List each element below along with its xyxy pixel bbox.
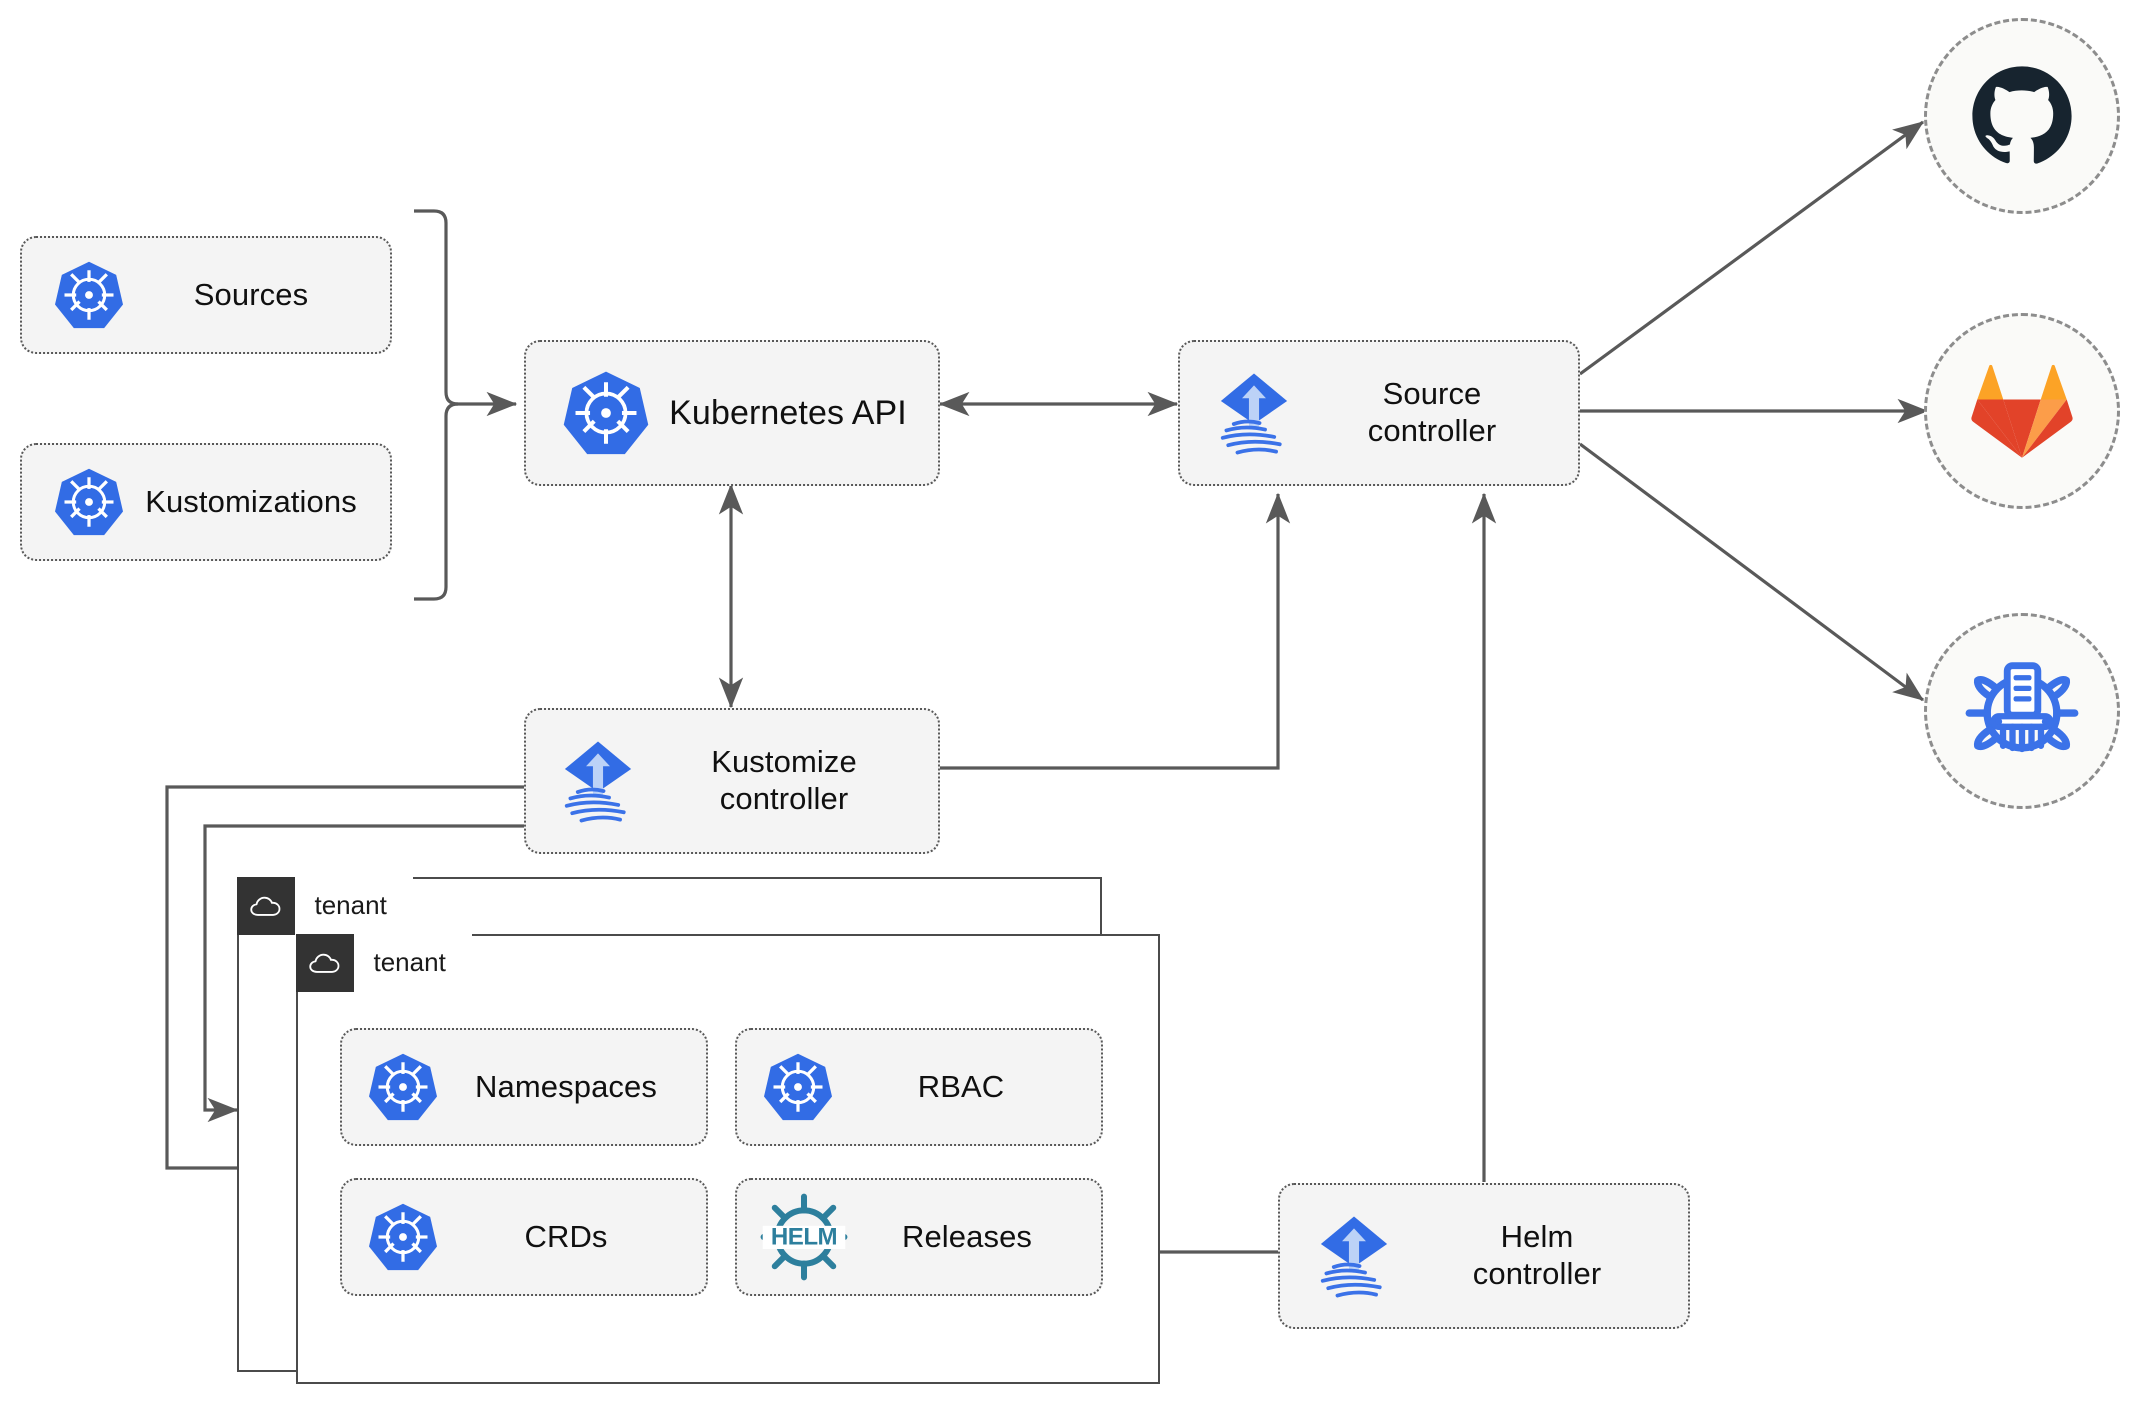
kubernetes-icon xyxy=(52,258,126,332)
tenant-tab-1: tenant xyxy=(236,876,413,935)
card-source-controller[interactable]: Source controller xyxy=(1178,340,1580,486)
kubernetes-icon xyxy=(366,1200,440,1274)
external-gitlab[interactable] xyxy=(1924,313,2120,509)
tenant-label: tenant xyxy=(353,933,472,992)
card-label: Kustomizations xyxy=(145,483,357,519)
tenant-label: tenant xyxy=(294,876,413,935)
card-releases[interactable]: HELM Releases xyxy=(735,1178,1103,1296)
flux-icon xyxy=(1308,1210,1400,1302)
card-label-line1: Source xyxy=(1382,376,1482,412)
card-label: Namespaces xyxy=(475,1068,657,1104)
card-label: CRDs xyxy=(524,1218,608,1254)
card-label: Kubernetes API xyxy=(669,393,907,432)
svg-text:HELM: HELM xyxy=(771,1224,837,1251)
edge-source-helm-repo xyxy=(1579,442,1925,702)
flux-icon xyxy=(1208,367,1300,459)
card-kubernetes-api[interactable]: Kubernetes API xyxy=(524,340,940,486)
tenant-tab-2: tenant xyxy=(295,933,472,992)
card-label-line2: controller xyxy=(1367,413,1497,448)
card-crds[interactable]: CRDs xyxy=(340,1178,708,1296)
card-label-line1: Helm xyxy=(1500,1219,1574,1255)
helm-repository-icon xyxy=(1964,653,2080,769)
card-kustomizations[interactable]: Kustomizations xyxy=(20,443,392,561)
cloud-icon xyxy=(295,933,354,992)
kubernetes-icon xyxy=(761,1050,835,1124)
card-label: Sources xyxy=(193,276,309,312)
external-helm-repository[interactable] xyxy=(1924,613,2120,809)
github-icon xyxy=(1968,62,2076,170)
card-label: Helm controller xyxy=(1400,1219,1688,1292)
card-label: Kustomize controller xyxy=(644,744,938,817)
card-label: RBAC xyxy=(917,1068,1005,1104)
edge-source-github xyxy=(1579,120,1925,376)
card-namespaces[interactable]: Namespaces xyxy=(340,1028,708,1146)
cloud-icon xyxy=(236,876,295,935)
flux-icon xyxy=(552,735,644,827)
card-label: Source controller xyxy=(1300,376,1578,449)
card-label: Releases xyxy=(901,1218,1033,1254)
card-label-line2: controller xyxy=(719,781,849,816)
gitlab-icon xyxy=(1970,362,2074,460)
card-label-line2: controller xyxy=(1472,1256,1602,1291)
edge-kustomize-source xyxy=(940,492,1291,770)
external-github[interactable] xyxy=(1924,18,2120,214)
kubernetes-icon xyxy=(52,465,126,539)
helm-icon: HELM xyxy=(760,1193,848,1281)
card-sources[interactable]: Sources xyxy=(20,236,392,354)
card-rbac[interactable]: RBAC xyxy=(735,1028,1103,1146)
kubernetes-icon xyxy=(560,367,652,459)
kubernetes-icon xyxy=(366,1050,440,1124)
card-kustomize-controller[interactable]: Kustomize controller xyxy=(524,708,940,854)
card-helm-controller[interactable]: Helm controller xyxy=(1278,1183,1690,1329)
tenant-container-2[interactable]: tenant xyxy=(295,933,1160,1384)
edge-bracket xyxy=(414,209,459,601)
card-label-line1: Kustomize xyxy=(711,744,857,780)
